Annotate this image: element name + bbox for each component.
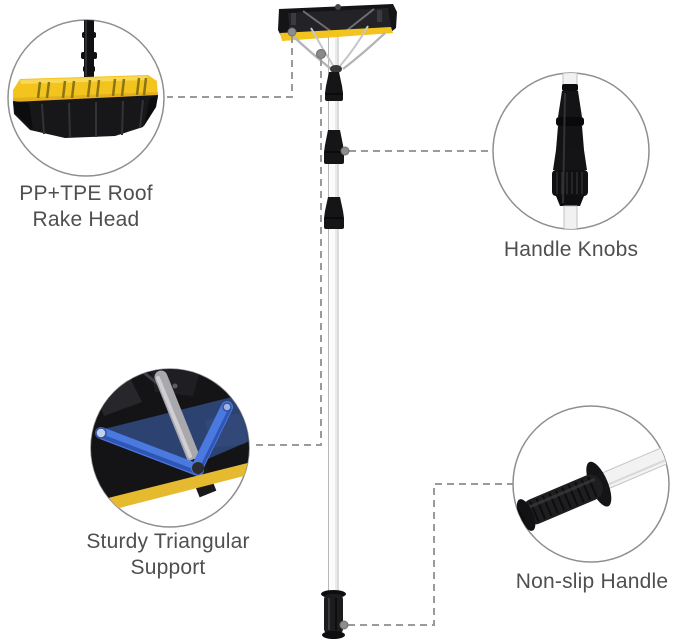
triangular-support-detail: [91, 369, 249, 514]
brace-pivot-bolt-right: [222, 402, 232, 412]
handle-knobs-label: Handle Knobs: [504, 237, 638, 263]
collar-ribs: [556, 172, 583, 194]
stub-knob-2: [81, 52, 97, 59]
knob-bottom-taper: [556, 196, 584, 206]
knob-highlight: [562, 92, 566, 204]
detail-pole-stub: [84, 20, 94, 79]
rod-right-outer: [342, 32, 386, 70]
anchor-dot-handle-knobs: [340, 146, 350, 156]
anchor-dot-roof-rake-head: [287, 27, 297, 37]
brace-pivot-bolt-left: [95, 427, 107, 439]
blue-brace-left: [95, 427, 204, 476]
triangular-support-label-line1: Sturdy Triangular: [86, 530, 250, 553]
rod-junction: [330, 65, 342, 73]
knob-top-cap: [562, 84, 578, 91]
non-slip-handle-label: Non-slip Handle: [516, 569, 668, 595]
shaft-highlight: [156, 376, 192, 458]
detail-pole-shade: [603, 458, 668, 488]
base-right-cap: [144, 95, 158, 126]
roof-rake-head-label-line2: Rake Head: [32, 208, 140, 232]
snow-rake-product: [278, 4, 397, 639]
brace-left-shade: [99, 434, 200, 475]
pole-knob-1: [325, 72, 343, 101]
base-left-cap: [13, 101, 33, 130]
rod-left-inner: [310, 27, 335, 68]
detail-pole-shaft: [154, 370, 201, 466]
handle-knobs-detail: [552, 73, 588, 229]
knob-cone-2: [553, 150, 587, 170]
anchor-dot-non-slip-handle: [339, 620, 349, 630]
roof-rake-head-label-line1: PP+TPE Roof: [19, 182, 153, 205]
stub-knob-3: [83, 66, 95, 72]
non-slip-handle-detail: [515, 447, 669, 531]
non-slip-handle-label-text: Non-slip Handle: [515, 570, 669, 593]
rod-right-inner: [339, 25, 369, 67]
grip-bottom-washer: [322, 631, 345, 639]
pole-knob-2: [324, 130, 344, 164]
grip-body: [324, 594, 343, 634]
head-top-bolt: [335, 4, 341, 10]
handle-knobs-label-text: Handle Knobs: [503, 238, 639, 261]
stub-knob-1: [82, 32, 96, 38]
rake-head-top: [278, 4, 397, 41]
knob-ribbed-collar: [552, 170, 588, 196]
blade-top-highlight: [20, 76, 148, 84]
detail-pole-bottom: [563, 205, 578, 229]
pole-knobs: [324, 72, 344, 229]
anchor-dot-triangular-support: [316, 49, 326, 59]
triangular-support-label: Sturdy Triangular Support: [86, 529, 249, 582]
triangular-support-label-line2: Support: [130, 556, 206, 580]
knob-mid: [556, 126, 584, 150]
brace-right-shade: [198, 407, 232, 472]
rod-left-outer: [293, 36, 332, 70]
connector-non-slip-handle: [348, 483, 513, 626]
bg-bolt-2: [172, 383, 178, 389]
connector-triangular-support: [251, 59, 322, 446]
blue-brace-right: [191, 401, 233, 474]
base-grooves: [41, 99, 144, 138]
brace-junction: [192, 462, 204, 474]
pole-knob-3: [324, 197, 344, 229]
bg-bolt-1: [118, 378, 122, 382]
knob-cone-1: [558, 91, 582, 117]
roof-rake-head-label: PP+TPE Roof Rake Head: [19, 181, 153, 234]
detail-grip-highlight: [525, 478, 596, 510]
blade-rib-slots: [36, 77, 148, 99]
roof-rake-head-detail: [13, 20, 158, 138]
head-clip-left: [291, 13, 296, 25]
support-rods: [293, 25, 386, 73]
knob-ring: [556, 117, 584, 126]
head-clip-right: [377, 10, 382, 22]
connector-roof-rake-head: [167, 36, 293, 98]
grip-end-washer: [516, 499, 536, 531]
detail-yellow-edge: [92, 462, 249, 514]
pole-grip: [321, 590, 346, 639]
callout-connectors: [167, 36, 513, 626]
